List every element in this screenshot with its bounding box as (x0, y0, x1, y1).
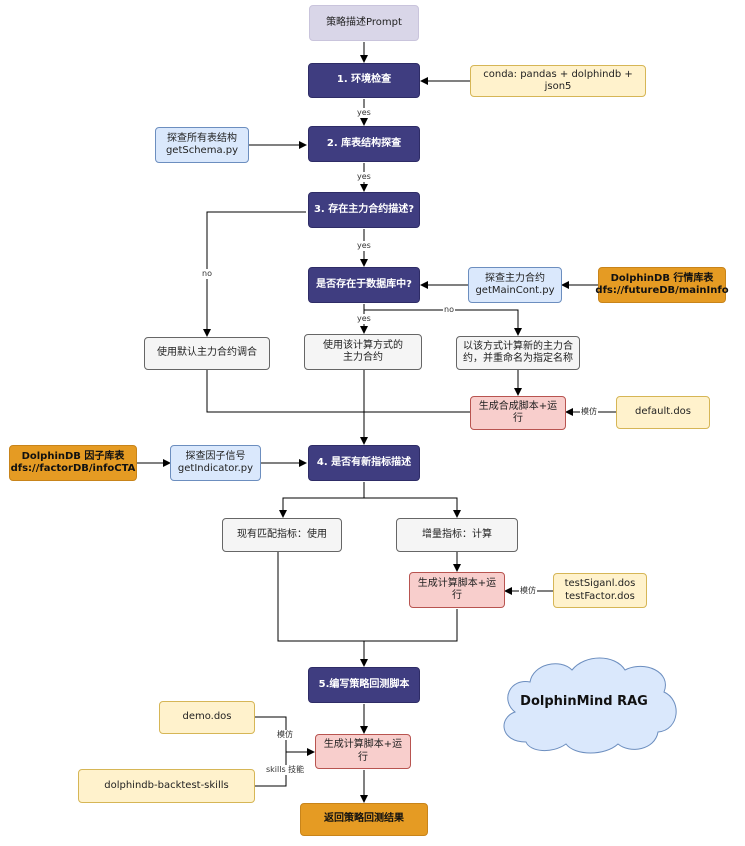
edge-label-imitate-1: 模仿 (580, 407, 598, 417)
backtest-skills-node: dolphindb-backtest-skills (78, 769, 255, 803)
edge-label-skills: skills 技能 (265, 765, 306, 775)
edge-indb-to-newcalc (364, 309, 522, 336)
edge-step3-to-default (203, 211, 306, 337)
edge-label-imitate-3: 模仿 (276, 730, 294, 740)
default-dos-node: default.dos (616, 396, 710, 429)
get-main-cont-node: 探查主力合约 getMainCont.py (468, 267, 562, 303)
new-calc-method-node: 以该方式计算新的主力合 约，并重命名为指定名称 (456, 336, 580, 370)
incremental-indicator-node: 增量指标：计算 (396, 518, 518, 552)
edge-label-no-1: no (201, 269, 213, 279)
return-result-node: 返回策略回测结果 (300, 803, 428, 836)
gen-calc-script-node-1: 生成计算脚本+运行 (409, 572, 505, 608)
edge-existing-merge (277, 552, 364, 642)
get-schema-node: 探查所有表结构 getSchema.py (155, 127, 249, 163)
cloud-shape (503, 657, 677, 754)
default-main-contract-node: 使用默认主力合约调合 (144, 337, 270, 370)
gen-calc-script-node-2: 生成计算脚本+运行 (315, 734, 411, 769)
step2-schema-probe: 2. 库表结构探查 (308, 126, 420, 162)
dolphindb-quote-table-node: DolphinDB 行情库表 dfs://futureDB/mainInfo (595, 267, 729, 303)
in-database-check: 是否存在于数据库中? (308, 267, 420, 303)
use-calc-method-node: 使用该计算方式的 主力合约 (304, 334, 422, 370)
demo-dos-node: demo.dos (159, 701, 255, 734)
get-indicator-node: 探查因子信号 getIndicator.py (170, 445, 261, 481)
dolphinmind-rag-cloud-label: DolphinMind RAG (520, 693, 648, 709)
edge-label-yes-3: yes (356, 241, 372, 251)
edge-skills-to-calc2 (255, 752, 287, 787)
edge-label-yes-1: yes (356, 108, 372, 118)
step4-new-indicator-check: 4. 是否有新指标描述 (308, 445, 420, 481)
edge-calc1-merge (360, 609, 458, 667)
edge-label-imitate-2: 模仿 (519, 586, 537, 596)
gen-synth-script-node: 生成合成脚本+运行 (470, 396, 566, 430)
conda-node: conda: pandas + dolphindb + json5 (470, 65, 646, 97)
edge-step4-split-left (279, 482, 365, 518)
edge-step4-split-right (364, 497, 461, 518)
edge-default-merge (206, 370, 470, 413)
test-dos-node: testSiganl.dos testFactor.dos (553, 573, 647, 608)
edge-label-no-2: no (443, 305, 455, 315)
strategy-prompt-node: 策略描述Prompt (309, 5, 419, 41)
edge-label-yes-4: yes (356, 314, 372, 324)
step1-environment-check: 1. 环境检查 (308, 63, 420, 98)
edge-label-yes-2: yes (356, 172, 372, 182)
step3-main-contract-check: 3. 存在主力合约描述? (308, 192, 420, 228)
existing-match-node: 现有匹配指标：使用 (222, 518, 342, 552)
step5-backtest-script: 5.编写策略回测脚本 (308, 667, 420, 703)
dolphindb-factor-table-node: DolphinDB 因子库表 dfs://factorDB/infoCTA (9, 445, 137, 481)
